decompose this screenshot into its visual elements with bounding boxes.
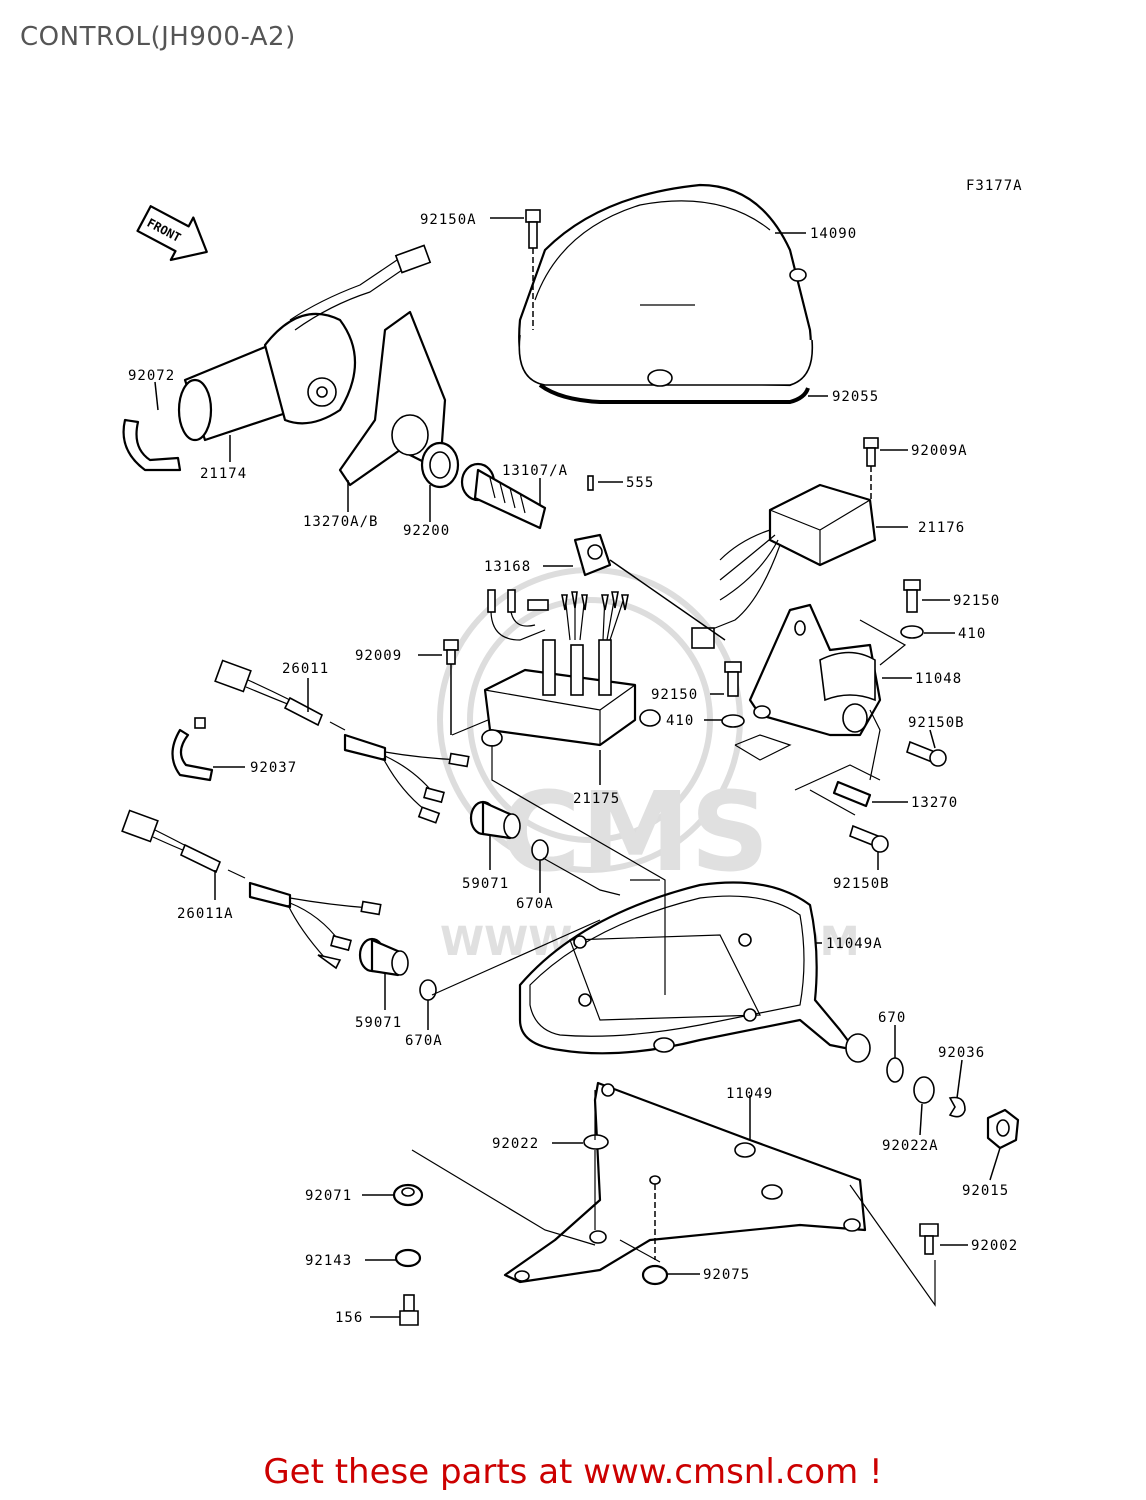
plate-11049: [503, 1081, 867, 1284]
label-92150A: 92150A: [420, 212, 477, 228]
bolt-92009A: [863, 437, 879, 500]
label-670A-a: 670A: [516, 896, 554, 912]
plate-13270AB: [338, 310, 447, 487]
label-156: 156: [335, 1310, 363, 1326]
label-92150B-a: 92150B: [908, 715, 965, 731]
strap-92072: [122, 381, 182, 472]
label-21174: 21174: [200, 466, 247, 482]
bolt-156: [399, 1294, 419, 1326]
page-title: CONTROL(JH900-A2): [20, 22, 296, 52]
label-410-right: 410: [958, 626, 986, 642]
control-box-21176: [691, 483, 877, 649]
oring-670: [886, 1057, 904, 1083]
pin-555: [587, 475, 594, 491]
bracket-11048: [748, 603, 882, 737]
cover-14090: [518, 183, 814, 404]
bolt-92150-mid: [721, 661, 745, 728]
bolt-92150B-a: [906, 740, 947, 767]
fitting-59071-b: [358, 937, 409, 977]
front-arrow-icon: FRONT: [136, 205, 208, 262]
washer-92022: [583, 1134, 609, 1150]
label-21176: 21176: [918, 520, 965, 536]
footer-link[interactable]: Get these parts at www.cmsnl.com !: [263, 1452, 883, 1492]
washer-92022A: [913, 1076, 935, 1104]
label-670A-b: 670A: [405, 1033, 443, 1049]
label-13107A: 13107/A: [502, 463, 568, 479]
bolt-92002: [919, 1223, 939, 1255]
bolt-92150B-b: [849, 824, 889, 853]
label-670: 670: [878, 1010, 906, 1026]
label-92143: 92143: [305, 1253, 352, 1269]
label-92150B-b: 92150B: [833, 876, 890, 892]
label-92009: 92009: [355, 648, 402, 664]
label-11048: 11048: [915, 671, 962, 687]
harness-26011: [214, 659, 470, 824]
label-92072: 92072: [128, 368, 175, 384]
label-92022A: 92022A: [882, 1138, 939, 1154]
label-13168: 13168: [484, 559, 531, 575]
label-11049: 11049: [726, 1086, 773, 1102]
label-59071-a: 59071: [462, 876, 509, 892]
oring-670A-a: [531, 839, 549, 861]
part-13168: [573, 533, 726, 641]
label-21175: 21175: [573, 791, 620, 807]
washer-92036: [948, 1096, 966, 1118]
label-555: 555: [626, 475, 654, 491]
label-92015: 92015: [962, 1183, 1009, 1199]
label-92150-right: 92150: [953, 593, 1000, 609]
label-410-mid: 410: [666, 713, 694, 729]
grommet-92071: [392, 1183, 424, 1207]
shaft-13107A: [460, 462, 547, 530]
label-11049A: 11049A: [826, 936, 883, 952]
parts-diagram: CMS WWW.CMSNL.COM F3177A FRONT: [121, 178, 1023, 1326]
strap-92037: [171, 717, 214, 782]
label-14090: 14090: [810, 226, 857, 242]
bolt-92150-right: [900, 579, 924, 639]
base-11049A: [518, 881, 871, 1063]
fitting-59071-a: [469, 800, 521, 840]
label-13270AB: 13270A/B: [303, 514, 378, 530]
grommet-92075: [641, 1264, 669, 1286]
harness-26011A: [121, 809, 382, 970]
motor-21174: [177, 244, 432, 442]
label-92071: 92071: [305, 1188, 352, 1204]
label-92200: 92200: [403, 523, 450, 539]
label-59071-b: 59071: [355, 1015, 402, 1031]
label-26011: 26011: [282, 661, 329, 677]
watermark-logo-text: CMS: [500, 768, 769, 896]
plate-13270: [832, 780, 872, 808]
label-26011A: 26011A: [177, 906, 234, 922]
figure-code: F3177A: [966, 178, 1023, 194]
label-92009A: 92009A: [911, 443, 968, 459]
collar-92143: [394, 1248, 422, 1268]
label-92002: 92002: [971, 1238, 1018, 1254]
screw-92009: [443, 639, 459, 735]
label-92055: 92055: [832, 389, 879, 405]
module-21175: [481, 589, 661, 747]
oring-670A-b: [419, 979, 437, 1001]
nut-92015: [986, 1108, 1020, 1150]
label-92150-mid: 92150: [651, 687, 698, 703]
label-92036: 92036: [938, 1045, 985, 1061]
label-92075: 92075: [703, 1267, 750, 1283]
label-13270: 13270: [911, 795, 958, 811]
label-92022: 92022: [492, 1136, 539, 1152]
bolt-92150A: [525, 209, 541, 330]
label-92037: 92037: [250, 760, 297, 776]
